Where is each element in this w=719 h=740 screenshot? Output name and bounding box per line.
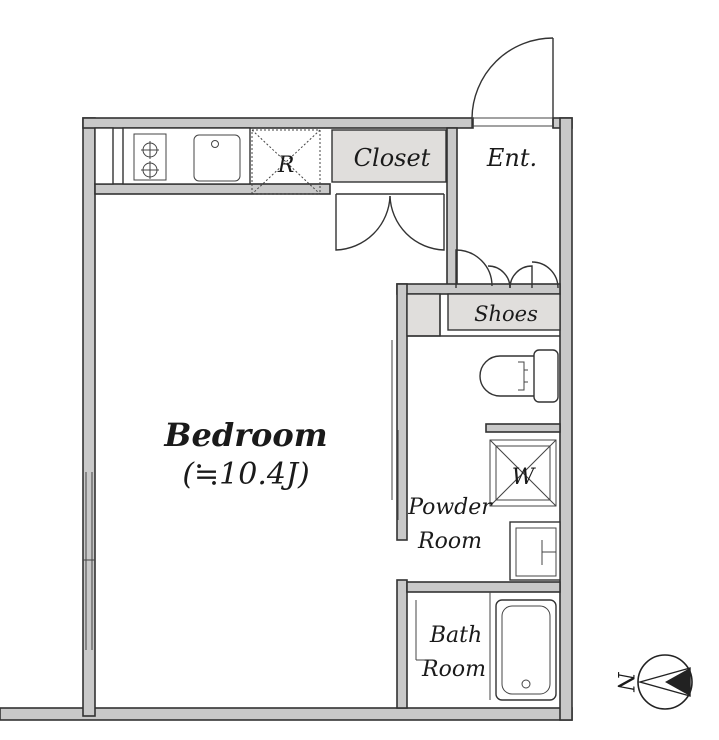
bathtub: [495, 599, 557, 701]
powder-room-label: Powder: [407, 495, 493, 520]
pipe-space: [406, 293, 441, 337]
exterior-walls: [0, 117, 573, 721]
closet-label: Closet: [354, 144, 431, 172]
burner-icon: [141, 141, 159, 159]
washer-label: W: [512, 465, 537, 490]
entrance-label: Ent.: [486, 144, 537, 172]
bath-room-label: Bath: [429, 623, 482, 648]
kitchen-counter: [122, 127, 251, 185]
drain-icon: [211, 140, 219, 148]
toilet-icon: [479, 349, 559, 403]
wash-basin: [509, 521, 561, 581]
stove: [133, 133, 167, 181]
small-cupboard: [94, 127, 114, 185]
refrigerator-label: R: [277, 153, 295, 178]
window: [83, 472, 95, 650]
sliding-door: [391, 340, 399, 520]
shoes-label: Shoes: [474, 302, 538, 326]
entrance: Ent.: [455, 37, 559, 289]
shoe-cabinet: Shoes: [447, 293, 561, 331]
washer-space: W: [489, 439, 557, 507]
powder-room-label-2: Room: [417, 529, 482, 554]
bath-room-label-2: Room: [421, 657, 486, 682]
compass: N: [612, 654, 693, 710]
burner-icon: [141, 161, 159, 179]
closet: Closet: [331, 129, 447, 251]
bedroom-label: Bedroom: [163, 416, 327, 454]
refrigerator-space: R: [251, 129, 321, 195]
bedroom-size: (≒10.4J): [182, 457, 309, 492]
entrance-door: [471, 37, 554, 128]
drain-icon: [521, 679, 531, 689]
north-label: N: [612, 671, 637, 692]
sink: [193, 134, 241, 182]
